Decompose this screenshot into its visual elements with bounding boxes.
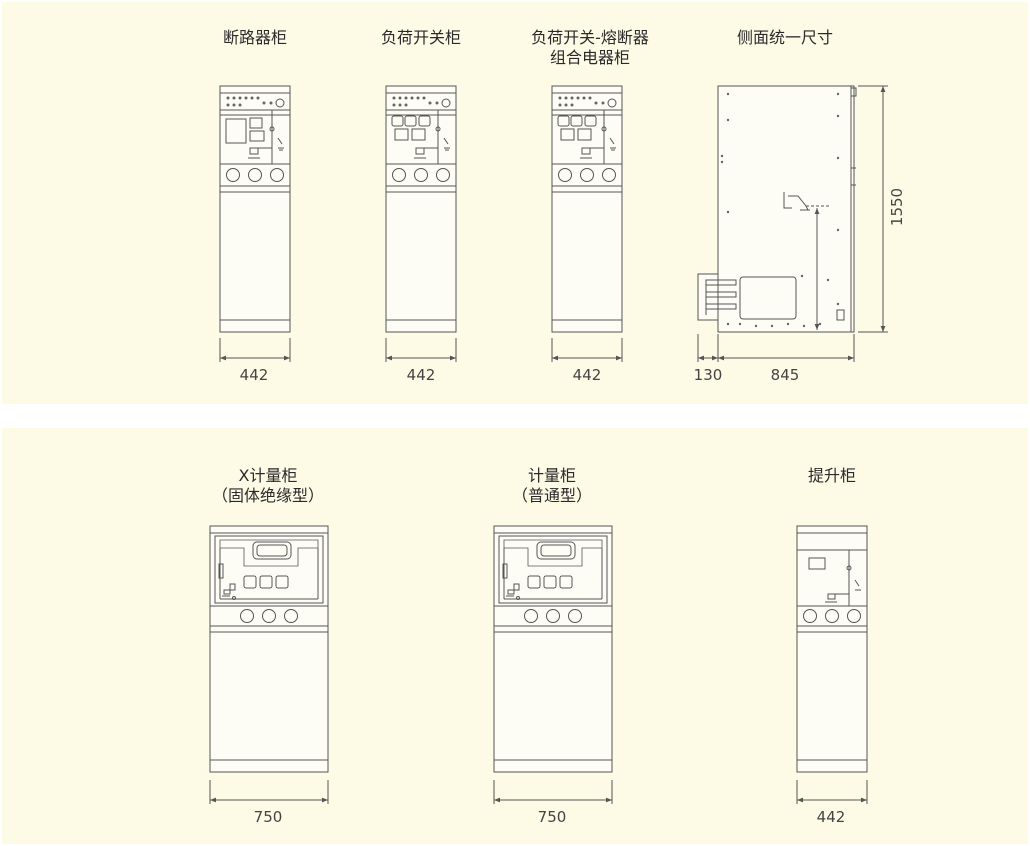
width-label-load-switch: 442 [406, 366, 436, 384]
width-label-fuse-combo: 442 [572, 366, 602, 384]
depth-label: 845 [770, 366, 800, 384]
breaker-cabinet-drawing [219, 85, 291, 333]
top-width-dimensions [220, 338, 622, 362]
width-label-x-metering: 750 [253, 808, 283, 826]
title-x-metering-cabinet-line2: （固体绝缘型） [211, 486, 324, 505]
bottom-width-dimensions [210, 780, 867, 804]
x-metering-cabinet-drawing [209, 525, 329, 773]
title-side-view: 侧面统一尺寸 [736, 28, 833, 47]
title-breaker-cabinet: 断路器柜 [222, 28, 287, 47]
width-label-metering: 750 [537, 808, 567, 826]
lift-cabinet-drawing [796, 525, 868, 773]
title-fuse-combo-cabinet-line2: 组合电器柜 [549, 48, 630, 67]
title-x-metering-cabinet-line1: X计量柜 [238, 466, 298, 485]
title-fuse-combo-cabinet-line1: 负荷开关-熔断器 [531, 28, 649, 47]
width-label-lift: 442 [816, 808, 846, 826]
side-view-drawing [698, 86, 888, 362]
metering-cabinet-drawing [493, 525, 613, 773]
rear-depth-label: 130 [693, 366, 723, 384]
load-switch-cabinet-drawing [385, 85, 457, 333]
fuse-combo-cabinet-drawing [551, 85, 623, 333]
title-metering-cabinet-line1: 计量柜 [527, 466, 576, 485]
top-panel [2, 2, 1028, 404]
title-lift-cabinet: 提升柜 [807, 466, 856, 485]
width-label-breaker: 442 [239, 366, 269, 384]
title-load-switch-cabinet: 负荷开关柜 [380, 28, 461, 47]
title-metering-cabinet-line2: （普通型） [511, 486, 592, 505]
